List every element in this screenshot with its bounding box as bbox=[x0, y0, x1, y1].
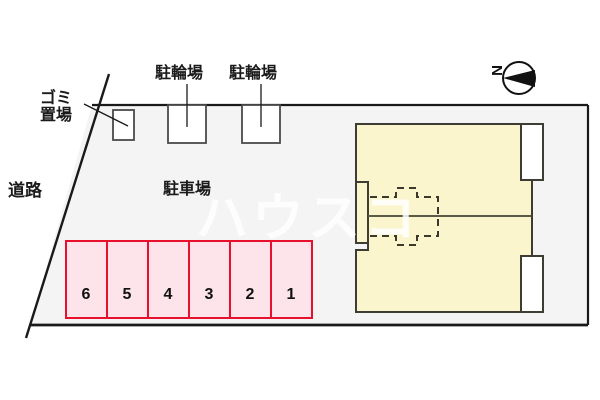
garbage-area-box bbox=[112, 109, 135, 141]
label-road: 道路 bbox=[8, 181, 42, 200]
parking-stall-2[interactable] bbox=[229, 240, 272, 319]
label-garbage-area: ゴミ置場 bbox=[40, 90, 72, 125]
entrance-stair-upper[interactable] bbox=[520, 123, 544, 181]
label-parking-lot: 駐車場 bbox=[163, 181, 212, 198]
garbage-leader-line bbox=[83, 103, 129, 127]
parking-stall-3[interactable] bbox=[188, 240, 231, 319]
label-garbage-line-1: ゴミ bbox=[40, 90, 73, 107]
label-bicycle-parking-2: 駐輪場 bbox=[229, 65, 278, 82]
parking-stall-label-6: 6 bbox=[81, 286, 91, 303]
parking-stall-4[interactable] bbox=[147, 240, 190, 319]
parking-stall-label-5: 5 bbox=[122, 286, 132, 303]
entrance-stair-lower[interactable] bbox=[520, 255, 544, 313]
north-arrow-icon bbox=[502, 61, 536, 95]
label-garbage-line-2: 置場 bbox=[40, 107, 73, 125]
compass-needle bbox=[503, 70, 535, 87]
parking-stall-label-4: 4 bbox=[163, 286, 173, 303]
parking-stall-5[interactable] bbox=[106, 240, 149, 319]
garbage-area-group bbox=[83, 103, 135, 141]
compass-north-letter: N bbox=[488, 65, 506, 76]
parking-stalls-group bbox=[65, 240, 313, 319]
site-boundary-diagonal-road-side bbox=[24, 73, 111, 339]
apartment-building-group bbox=[355, 123, 544, 313]
parking-stall-6[interactable] bbox=[65, 240, 108, 319]
corridor-dashed-lower bbox=[370, 216, 439, 246]
bicycle-parking-group bbox=[167, 84, 281, 144]
parking-stall-label-2: 2 bbox=[245, 286, 255, 303]
corridor-dashed-upper bbox=[370, 187, 439, 216]
parking-stall-label-3: 3 bbox=[204, 286, 214, 303]
label-bicycle-parking-1: 駐輪場 bbox=[155, 65, 204, 82]
parking-stall-label-1: 1 bbox=[286, 286, 296, 303]
building-outline bbox=[355, 123, 533, 313]
parking-stall-1[interactable] bbox=[270, 240, 313, 319]
